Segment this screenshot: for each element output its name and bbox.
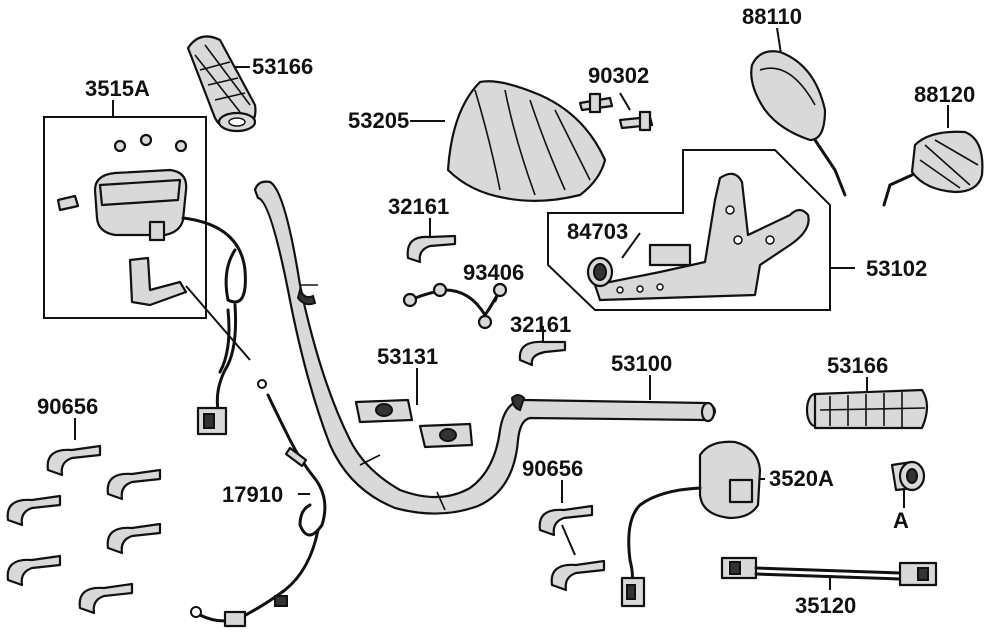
right-grip	[805, 388, 929, 430]
switch-wiring	[185, 285, 251, 436]
left-grip	[186, 35, 257, 133]
label-A: A	[893, 508, 909, 533]
part-a	[890, 460, 926, 492]
label-3520A: 3520A	[769, 466, 834, 491]
label-53100: 53100	[611, 351, 673, 376]
cable	[190, 379, 327, 628]
mount-bracket	[586, 172, 810, 302]
label-53131: 53131	[377, 344, 439, 369]
small-harness	[402, 282, 508, 330]
left-switch	[56, 133, 247, 307]
switch-assembly-box	[43, 116, 207, 319]
label-88120: 88120	[914, 82, 976, 107]
windscreen	[446, 80, 607, 202]
label-35120: 35120	[795, 593, 857, 618]
label-53102: 53102	[866, 256, 928, 281]
label-32161-b: 32161	[510, 312, 572, 337]
label-3515A: 3515A	[85, 76, 150, 101]
label-53205: 53205	[348, 108, 410, 133]
handlebar	[253, 180, 717, 515]
handlebar-clamps	[354, 398, 474, 449]
label-90302: 90302	[588, 63, 650, 88]
left-clips	[6, 444, 162, 615]
label-84703: 84703	[567, 219, 629, 244]
label-90656-mid: 90656	[522, 456, 584, 481]
label-90656-left: 90656	[37, 394, 99, 419]
right-switch	[620, 440, 762, 608]
mirrors	[750, 50, 984, 207]
label-53166-right: 53166	[827, 353, 889, 378]
bolts	[578, 92, 654, 132]
extension-harness	[720, 556, 938, 587]
bracket-assembly-box	[547, 149, 831, 311]
label-53166-top: 53166	[252, 54, 314, 79]
label-32161-a: 32161	[388, 194, 450, 219]
cable-clips	[406, 234, 567, 367]
middle-clips	[538, 504, 606, 592]
label-88110: 88110	[742, 4, 802, 29]
label-17910: 17910	[222, 482, 284, 507]
label-93406: 93406	[463, 260, 525, 285]
